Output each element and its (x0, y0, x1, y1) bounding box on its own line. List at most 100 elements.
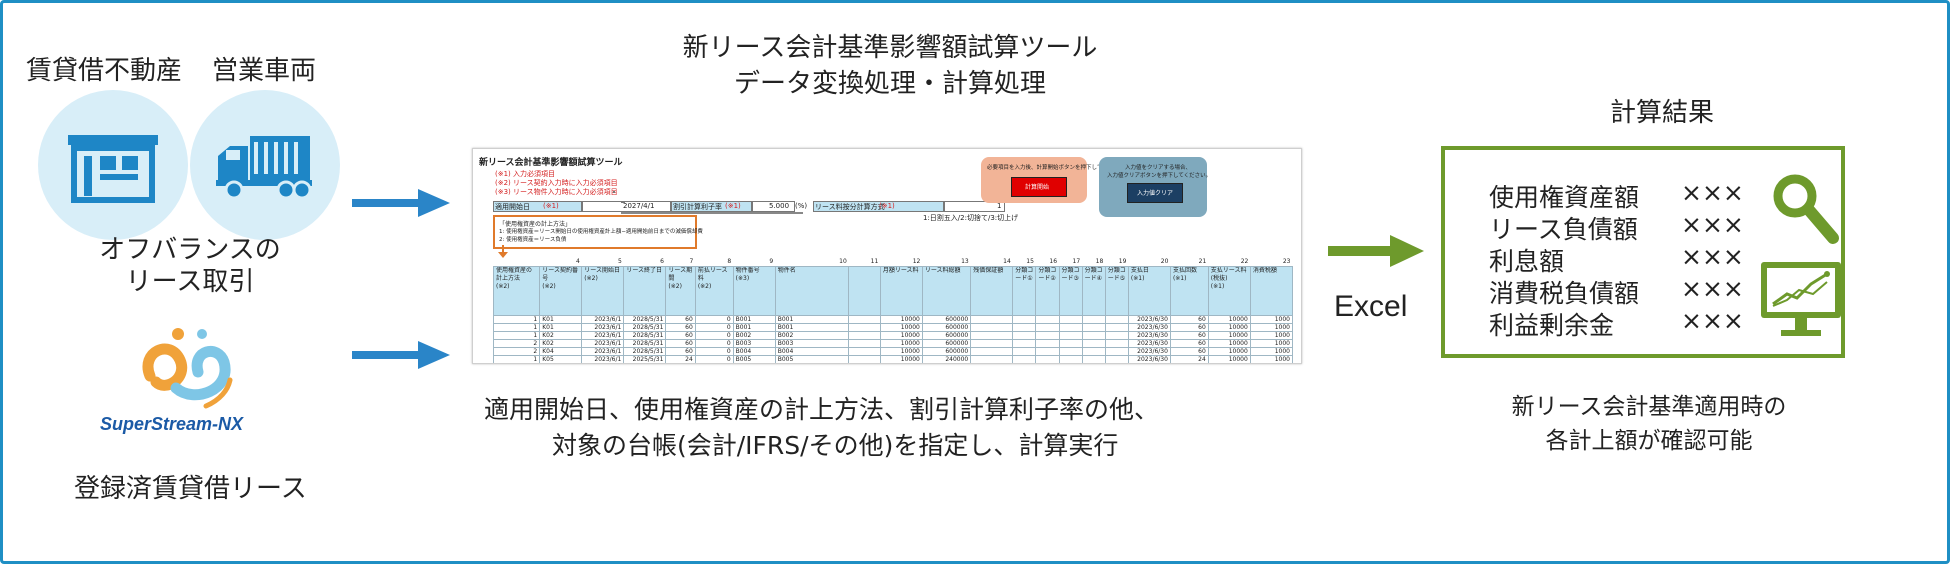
table-cell[interactable] (1081, 347, 1106, 356)
table-cell[interactable]: 1000 (1249, 315, 1294, 324)
run-calc-button[interactable] (1011, 177, 1067, 197)
table-cell[interactable]: 2023/6/30 (1127, 355, 1171, 363)
table-cell[interactable]: 0 (694, 323, 734, 332)
table-cell[interactable]: 600000 (921, 315, 972, 324)
table-cell[interactable]: 2028/5/31 (623, 347, 667, 356)
table-cell[interactable]: 10000 (879, 315, 923, 324)
table-cell[interactable] (1104, 347, 1129, 356)
table-cell[interactable] (1081, 315, 1106, 324)
table-cell[interactable]: B004 (732, 347, 776, 356)
table-cell[interactable]: 0 (694, 355, 734, 363)
table-cell[interactable]: 2023/6/1 (581, 323, 625, 332)
table-cell[interactable]: 60 (665, 347, 696, 356)
table-cell[interactable]: B002 (774, 331, 850, 340)
table-cell[interactable]: 60 (1169, 331, 1209, 340)
table-cell[interactable] (1012, 331, 1037, 340)
table-cell[interactable] (970, 323, 1014, 332)
table-cell[interactable]: 10000 (1207, 315, 1251, 324)
table-cell[interactable] (1012, 355, 1037, 363)
table-cell[interactable]: 1000 (1249, 339, 1294, 348)
table-cell[interactable]: 2025/5/31 (623, 355, 667, 363)
table-cell[interactable] (1035, 339, 1060, 348)
table-cell[interactable]: 2028/5/31 (623, 339, 667, 348)
table-cell[interactable] (1081, 355, 1106, 363)
table-cell[interactable] (1012, 315, 1037, 324)
table-cell[interactable]: 1000 (1249, 323, 1294, 332)
table-cell[interactable]: 24 (1169, 355, 1209, 363)
table-cell[interactable]: 600000 (921, 323, 972, 332)
table-cell[interactable]: 10000 (879, 347, 923, 356)
table-cell[interactable]: 0 (694, 315, 734, 324)
table-cell[interactable]: 10000 (879, 355, 923, 363)
table-cell[interactable] (1035, 331, 1060, 340)
table-cell[interactable] (1081, 339, 1106, 348)
table-cell[interactable]: 10000 (879, 331, 923, 340)
table-cell[interactable]: 60 (665, 339, 696, 348)
table-cell[interactable] (1012, 323, 1037, 332)
table-cell[interactable] (970, 347, 1014, 356)
table-cell[interactable]: 1 (492, 331, 541, 340)
table-cell[interactable] (1058, 355, 1083, 363)
table-cell[interactable]: 10000 (879, 339, 923, 348)
table-cell[interactable] (1058, 323, 1083, 332)
table-cell[interactable]: B005 (774, 355, 850, 363)
start-date-field[interactable] (581, 201, 671, 212)
table-cell[interactable] (1104, 339, 1129, 348)
table-cell[interactable]: B003 (732, 339, 776, 348)
table-cell[interactable]: B002 (732, 331, 776, 340)
table-cell[interactable]: 10000 (1207, 347, 1251, 356)
table-cell[interactable] (1058, 339, 1083, 348)
table-cell[interactable] (1012, 339, 1037, 348)
table-cell[interactable]: 60 (1169, 339, 1209, 348)
table-cell[interactable]: 2 (492, 339, 541, 348)
table-cell[interactable]: 240000 (921, 355, 972, 363)
table-cell[interactable] (848, 315, 881, 324)
table-cell[interactable]: 24 (665, 355, 696, 363)
table-cell[interactable]: 1000 (1249, 355, 1294, 363)
table-cell[interactable] (970, 331, 1014, 340)
table-cell[interactable]: K05 (539, 355, 583, 363)
table-cell[interactable]: 2023/6/1 (581, 331, 625, 340)
table-cell[interactable] (848, 331, 881, 340)
clear-input-button[interactable] (1127, 183, 1183, 203)
table-cell[interactable]: 0 (694, 331, 734, 340)
table-cell[interactable]: 60 (1169, 315, 1209, 324)
table-cell[interactable]: B001 (732, 315, 776, 324)
table-cell[interactable]: 10000 (1207, 331, 1251, 340)
table-cell[interactable]: B005 (732, 355, 776, 363)
table-cell[interactable]: 2023/6/30 (1127, 323, 1171, 332)
table-cell[interactable] (1035, 323, 1060, 332)
table-cell[interactable]: 0 (694, 339, 734, 348)
table-cell[interactable]: 2 (492, 347, 541, 356)
table-cell[interactable]: B003 (774, 339, 850, 348)
table-cell[interactable]: B001 (774, 323, 850, 332)
table-cell[interactable]: 600000 (921, 339, 972, 348)
table-cell[interactable]: 1 (492, 315, 541, 324)
table-cell[interactable]: 2023/6/30 (1127, 315, 1171, 324)
table-cell[interactable] (1058, 331, 1083, 340)
table-cell[interactable]: 60 (665, 331, 696, 340)
table-cell[interactable] (1104, 315, 1129, 324)
table-cell[interactable] (1104, 323, 1129, 332)
table-cell[interactable]: 10000 (1207, 323, 1251, 332)
table-cell[interactable]: 2023/6/1 (581, 355, 625, 363)
table-cell[interactable]: 600000 (921, 331, 972, 340)
rate-field[interactable] (751, 201, 795, 212)
table-cell[interactable]: 10000 (1207, 339, 1251, 348)
table-cell[interactable]: 2023/6/1 (581, 339, 625, 348)
table-cell[interactable] (848, 323, 881, 332)
table-cell[interactable]: 10000 (879, 323, 923, 332)
table-cell[interactable] (848, 347, 881, 356)
table-cell[interactable] (1058, 347, 1083, 356)
table-cell[interactable]: 60 (1169, 347, 1209, 356)
table-cell[interactable]: K02 (539, 331, 583, 340)
table-cell[interactable] (1104, 331, 1129, 340)
table-cell[interactable]: B001 (732, 323, 776, 332)
table-cell[interactable] (1081, 323, 1106, 332)
table-cell[interactable]: 2028/5/31 (623, 315, 667, 324)
table-cell[interactable]: 0 (694, 347, 734, 356)
table-cell[interactable]: 600000 (921, 347, 972, 356)
table-cell[interactable]: 2023/6/30 (1127, 347, 1171, 356)
table-cell[interactable] (1081, 331, 1106, 340)
table-cell[interactable]: 1 (492, 323, 541, 332)
